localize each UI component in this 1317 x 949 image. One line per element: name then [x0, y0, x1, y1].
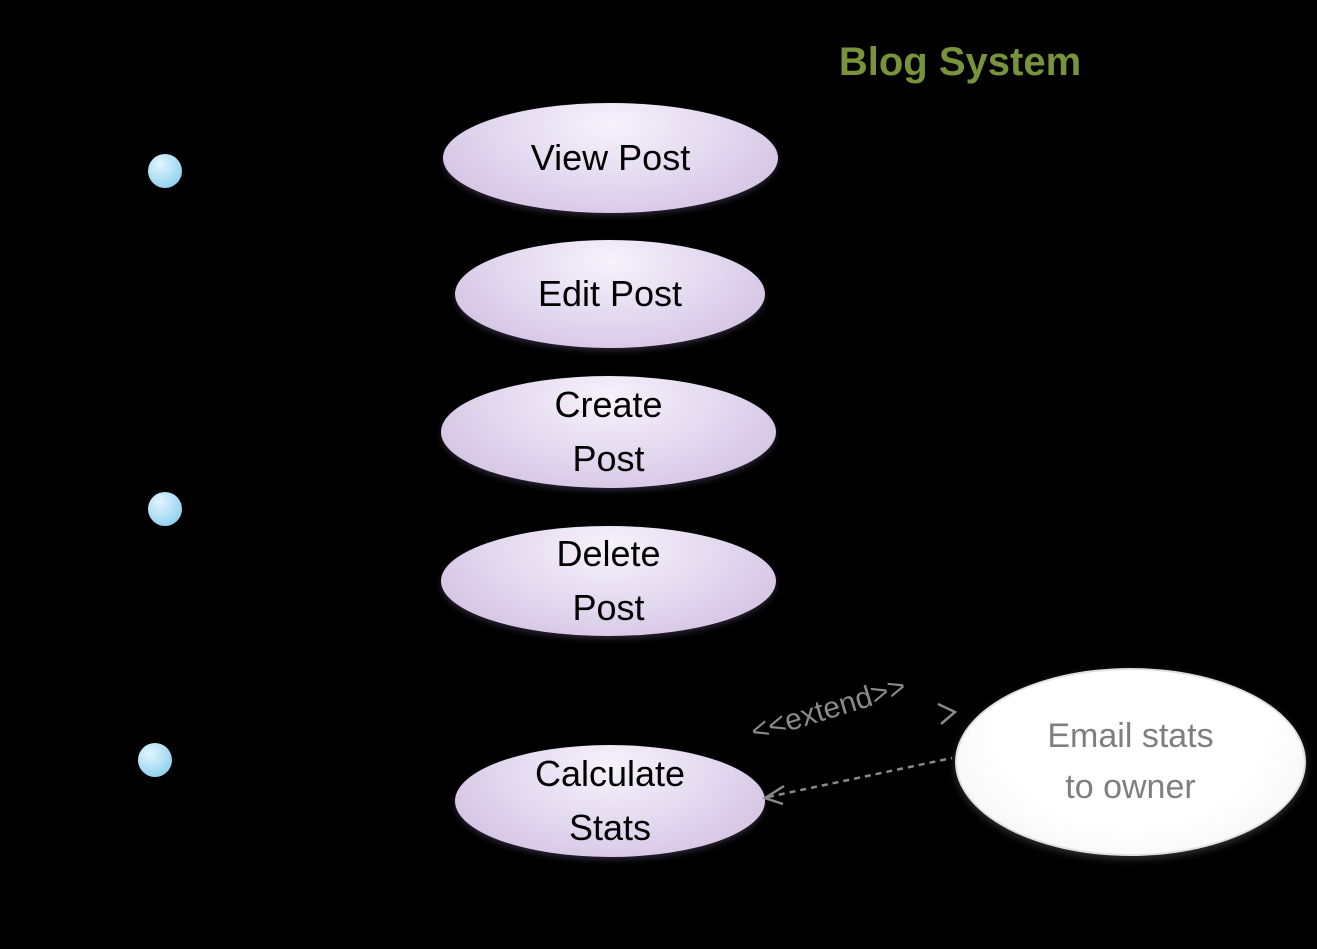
use-case-calculate-stats: Calculate Stats: [455, 745, 765, 857]
use-case-edit-post: Edit Post: [455, 240, 765, 348]
use-case-label: Edit Post: [537, 273, 683, 314]
extend-arrowhead-icon: [937, 702, 958, 725]
use-case-email-stats: Email stats to owner: [955, 668, 1306, 856]
extend-dashed-line: [767, 756, 953, 799]
use-case-label: to owner: [1065, 768, 1196, 806]
extend-arrowhead-icon: [762, 784, 785, 806]
use-case-label: Email stats: [1047, 717, 1214, 755]
use-case-view-post: View Post: [443, 103, 778, 213]
use-case-label: Post: [572, 438, 645, 479]
use-case-label: Calculate: [534, 753, 686, 794]
use-case-create-post: Create Post: [441, 376, 776, 488]
use-case-delete-post: Delete Post: [441, 526, 776, 636]
actor-head-icon: [148, 154, 182, 188]
use-case-label: Delete: [556, 533, 661, 574]
diagram-title: Blog System: [838, 40, 1082, 84]
extend-arrow: [762, 702, 958, 806]
use-case-label: Create: [554, 384, 663, 425]
use-case-label: View Post: [530, 137, 691, 178]
use-case-label: Stats: [568, 807, 652, 848]
use-case-label: Post: [572, 587, 645, 628]
actor-head-icon: [148, 492, 182, 526]
actor-head-icon: [138, 743, 172, 777]
